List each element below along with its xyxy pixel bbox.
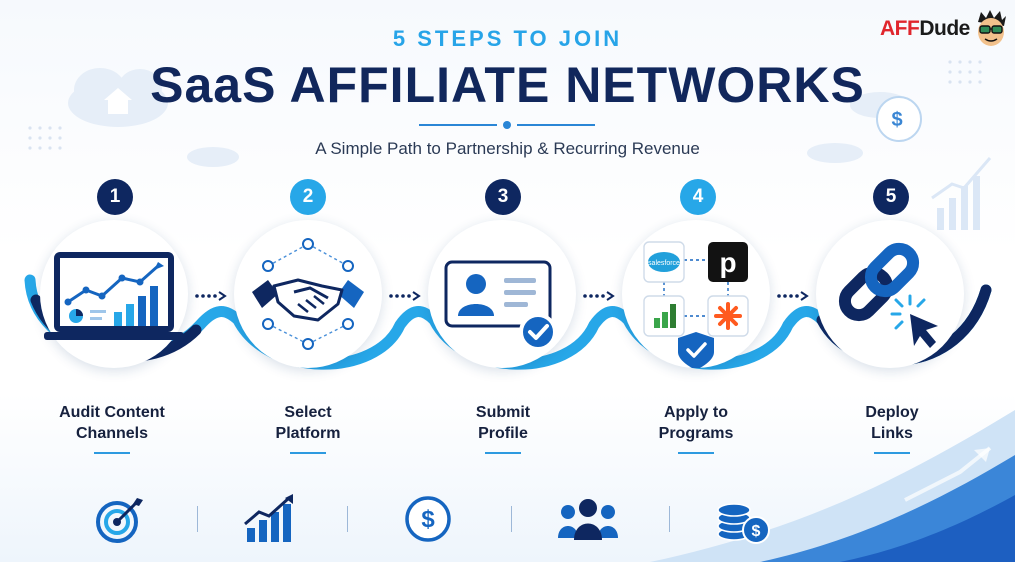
mascot-icon bbox=[978, 10, 1006, 46]
svg-text:$: $ bbox=[891, 109, 902, 131]
brand-part2: Dude bbox=[919, 17, 970, 40]
step-1-badge: 1 bbox=[97, 179, 133, 215]
step-4-label: Apply to Programs bbox=[616, 402, 776, 444]
step-4-badge: 4 bbox=[680, 179, 716, 215]
kicker-title: 5 STEPS TO JOIN bbox=[392, 26, 623, 51]
step-3-card bbox=[428, 220, 576, 368]
handshake-icon bbox=[252, 238, 364, 350]
step-2-label-line1: Select bbox=[284, 404, 332, 421]
bottom-separator-2 bbox=[347, 506, 348, 532]
dollar-coin-icon: $ bbox=[876, 96, 922, 142]
connector-arrow-2 bbox=[389, 291, 421, 301]
step-1-label-line2: Channels bbox=[75, 425, 148, 442]
profile-card-icon bbox=[444, 260, 557, 351]
step-2-card bbox=[234, 220, 382, 368]
step-4-card: salesforce p bbox=[622, 220, 770, 370]
step-3-underline bbox=[485, 452, 521, 454]
page-title: SaaS AFFILIATE NETWORKS bbox=[150, 57, 865, 113]
connector-arrow-3 bbox=[583, 291, 615, 301]
connector-arrow-1 bbox=[195, 291, 227, 301]
dollar-circle-icon: $ bbox=[405, 496, 451, 542]
step-1-label-line1: Audit Content bbox=[59, 404, 165, 421]
step-4-label-line2: Programs bbox=[658, 425, 734, 442]
title-divider bbox=[419, 121, 595, 129]
brand-part1: AFF bbox=[880, 17, 920, 40]
step-3-badge: 3 bbox=[485, 179, 521, 215]
step-4-label-line1: Apply to bbox=[664, 404, 728, 421]
connector-arrow-4 bbox=[777, 291, 809, 301]
step-1-underline bbox=[94, 452, 130, 454]
step-1-label: Audit Content Channels bbox=[32, 402, 192, 444]
step-2-underline bbox=[290, 452, 326, 454]
step-1-card bbox=[40, 220, 188, 368]
bottom-separator-4 bbox=[669, 506, 670, 532]
team-icon bbox=[558, 499, 618, 540]
salesforce-logo: salesforce bbox=[648, 260, 680, 267]
step-5-label-line1: Deploy bbox=[865, 404, 919, 421]
step-4-underline bbox=[678, 452, 714, 454]
step-5-label-line2: Links bbox=[871, 425, 913, 442]
subtitle: A Simple Path to Partnership & Recurring… bbox=[315, 139, 700, 158]
target-icon bbox=[96, 498, 143, 543]
step-2-label-line2: Platform bbox=[275, 425, 341, 442]
svg-text:$: $ bbox=[752, 523, 761, 540]
link-click-icon bbox=[838, 242, 938, 348]
step-5-label: Deploy Links bbox=[812, 402, 972, 444]
step-3-label-line2: Profile bbox=[478, 425, 528, 442]
step-5-badge: 5 bbox=[873, 179, 909, 215]
pipedrive-logo: p bbox=[719, 247, 736, 278]
coin-stack-icon: $ bbox=[717, 503, 770, 544]
bottom-separator-3 bbox=[511, 506, 512, 532]
step-3-label-line1: Submit bbox=[475, 404, 531, 421]
step-5-card bbox=[816, 220, 964, 368]
bottom-separator-1 bbox=[197, 506, 198, 532]
program-logos-icon: salesforce p bbox=[643, 241, 749, 370]
svg-text:$: $ bbox=[421, 506, 435, 533]
brand-logo: AFFDude bbox=[880, 17, 970, 41]
step-2-badge: 2 bbox=[290, 179, 326, 215]
growth-chart-icon bbox=[244, 494, 293, 542]
laptop-analytics-icon bbox=[44, 252, 184, 340]
step-2-label: Select Platform bbox=[228, 402, 388, 444]
step-5-underline bbox=[874, 452, 910, 454]
step-3-label: Submit Profile bbox=[423, 402, 583, 444]
